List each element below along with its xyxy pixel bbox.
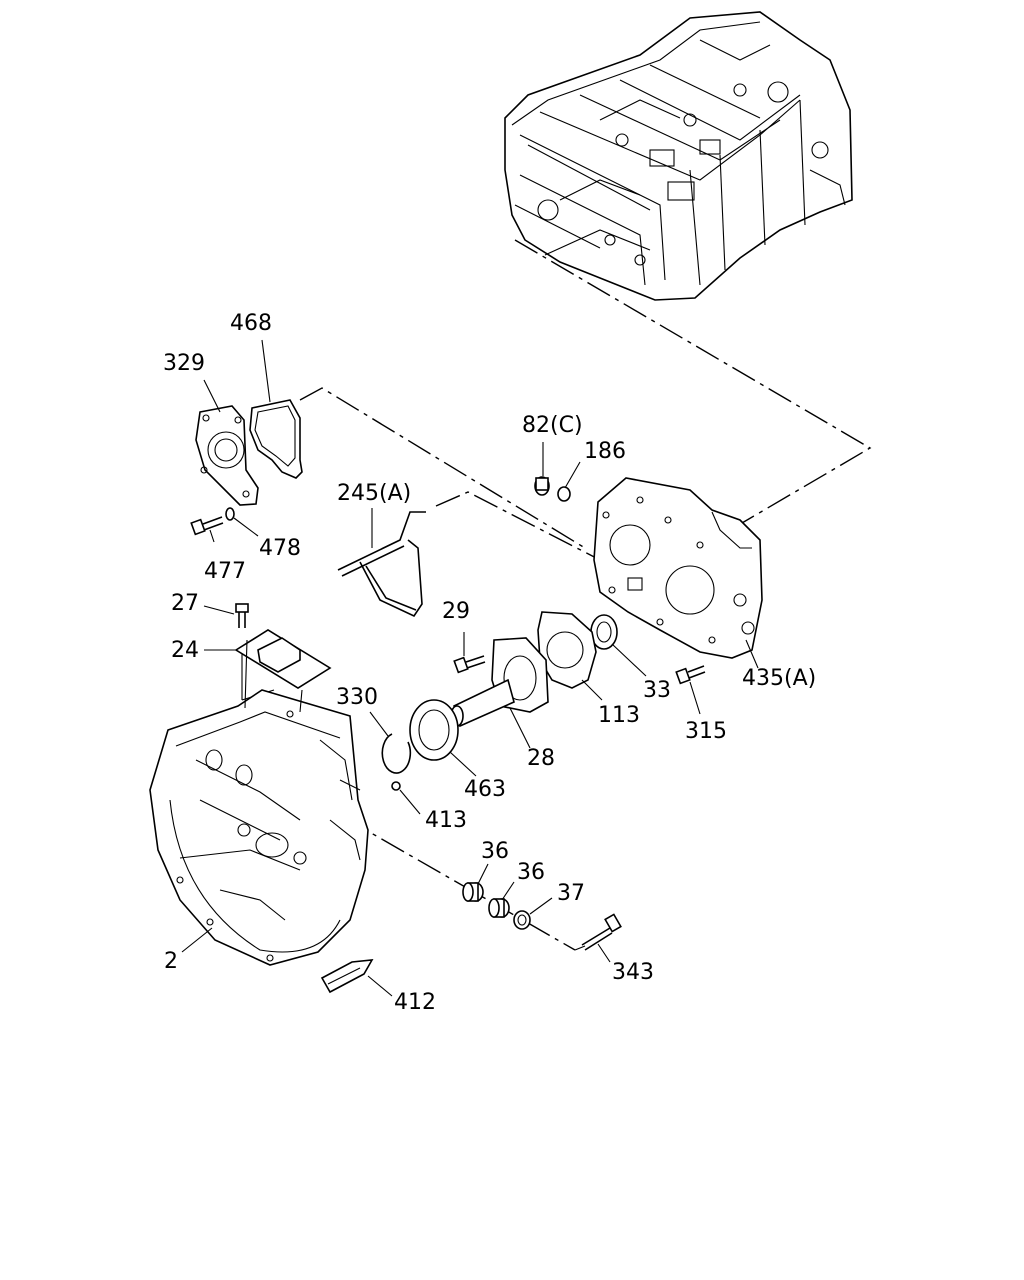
bolt-29 — [453, 655, 486, 674]
washer-478 — [225, 507, 235, 521]
alignment-lines — [241, 239, 872, 951]
plug-82c — [534, 476, 550, 496]
label-315: 315 — [685, 719, 727, 744]
transmission-case-assembly — [504, 11, 853, 301]
plate-435a — [593, 477, 763, 659]
label-186: 186 — [584, 439, 626, 464]
label-468: 468 — [230, 311, 272, 336]
label-28: 28 — [527, 746, 555, 771]
bolt-477 — [190, 516, 224, 536]
cover-412 — [320, 959, 374, 994]
bolt-315 — [675, 665, 706, 685]
cover-329 — [195, 405, 259, 506]
label-343: 343 — [612, 960, 654, 985]
label-29: 29 — [442, 599, 470, 624]
bushing-37 — [513, 910, 531, 930]
label-36-a: 36 — [481, 839, 509, 864]
ball-413 — [391, 781, 401, 791]
label-245a: 245(A) — [337, 481, 411, 506]
bolt-27 — [235, 603, 249, 628]
label-27: 27 — [171, 591, 199, 616]
o-ring-186 — [557, 486, 571, 502]
label-113: 113 — [598, 703, 640, 728]
label-2: 2 — [164, 949, 178, 974]
bearing-463 — [409, 699, 459, 761]
label-412: 412 — [394, 990, 436, 1015]
label-435a: 435(A) — [742, 666, 816, 691]
label-329: 329 — [163, 351, 205, 376]
label-33: 33 — [643, 678, 671, 703]
retainer-28 — [450, 637, 549, 728]
pipe-245a — [337, 511, 426, 618]
snap-ring-330 — [381, 733, 412, 774]
gasket-468 — [249, 399, 303, 479]
cover-24 — [234, 629, 332, 689]
bolt-343 — [581, 913, 622, 951]
gasket-113 — [537, 611, 597, 689]
bushing-36-a — [462, 882, 484, 902]
label-477: 477 — [204, 559, 246, 584]
label-463: 463 — [464, 777, 506, 802]
label-82c: 82(C) — [522, 413, 583, 438]
label-413: 413 — [425, 808, 467, 833]
label-36-b: 36 — [517, 860, 545, 885]
label-24: 24 — [171, 638, 199, 663]
label-330: 330 — [336, 685, 378, 710]
bushing-36-b — [488, 898, 510, 918]
clutch-housing-2 — [149, 639, 369, 966]
leader-lines — [181, 339, 759, 997]
part-labels: 468 329 82(C) 186 245(A) 478 477 27 29 2… — [163, 311, 816, 1015]
label-478: 478 — [259, 536, 301, 561]
label-37: 37 — [557, 881, 585, 906]
